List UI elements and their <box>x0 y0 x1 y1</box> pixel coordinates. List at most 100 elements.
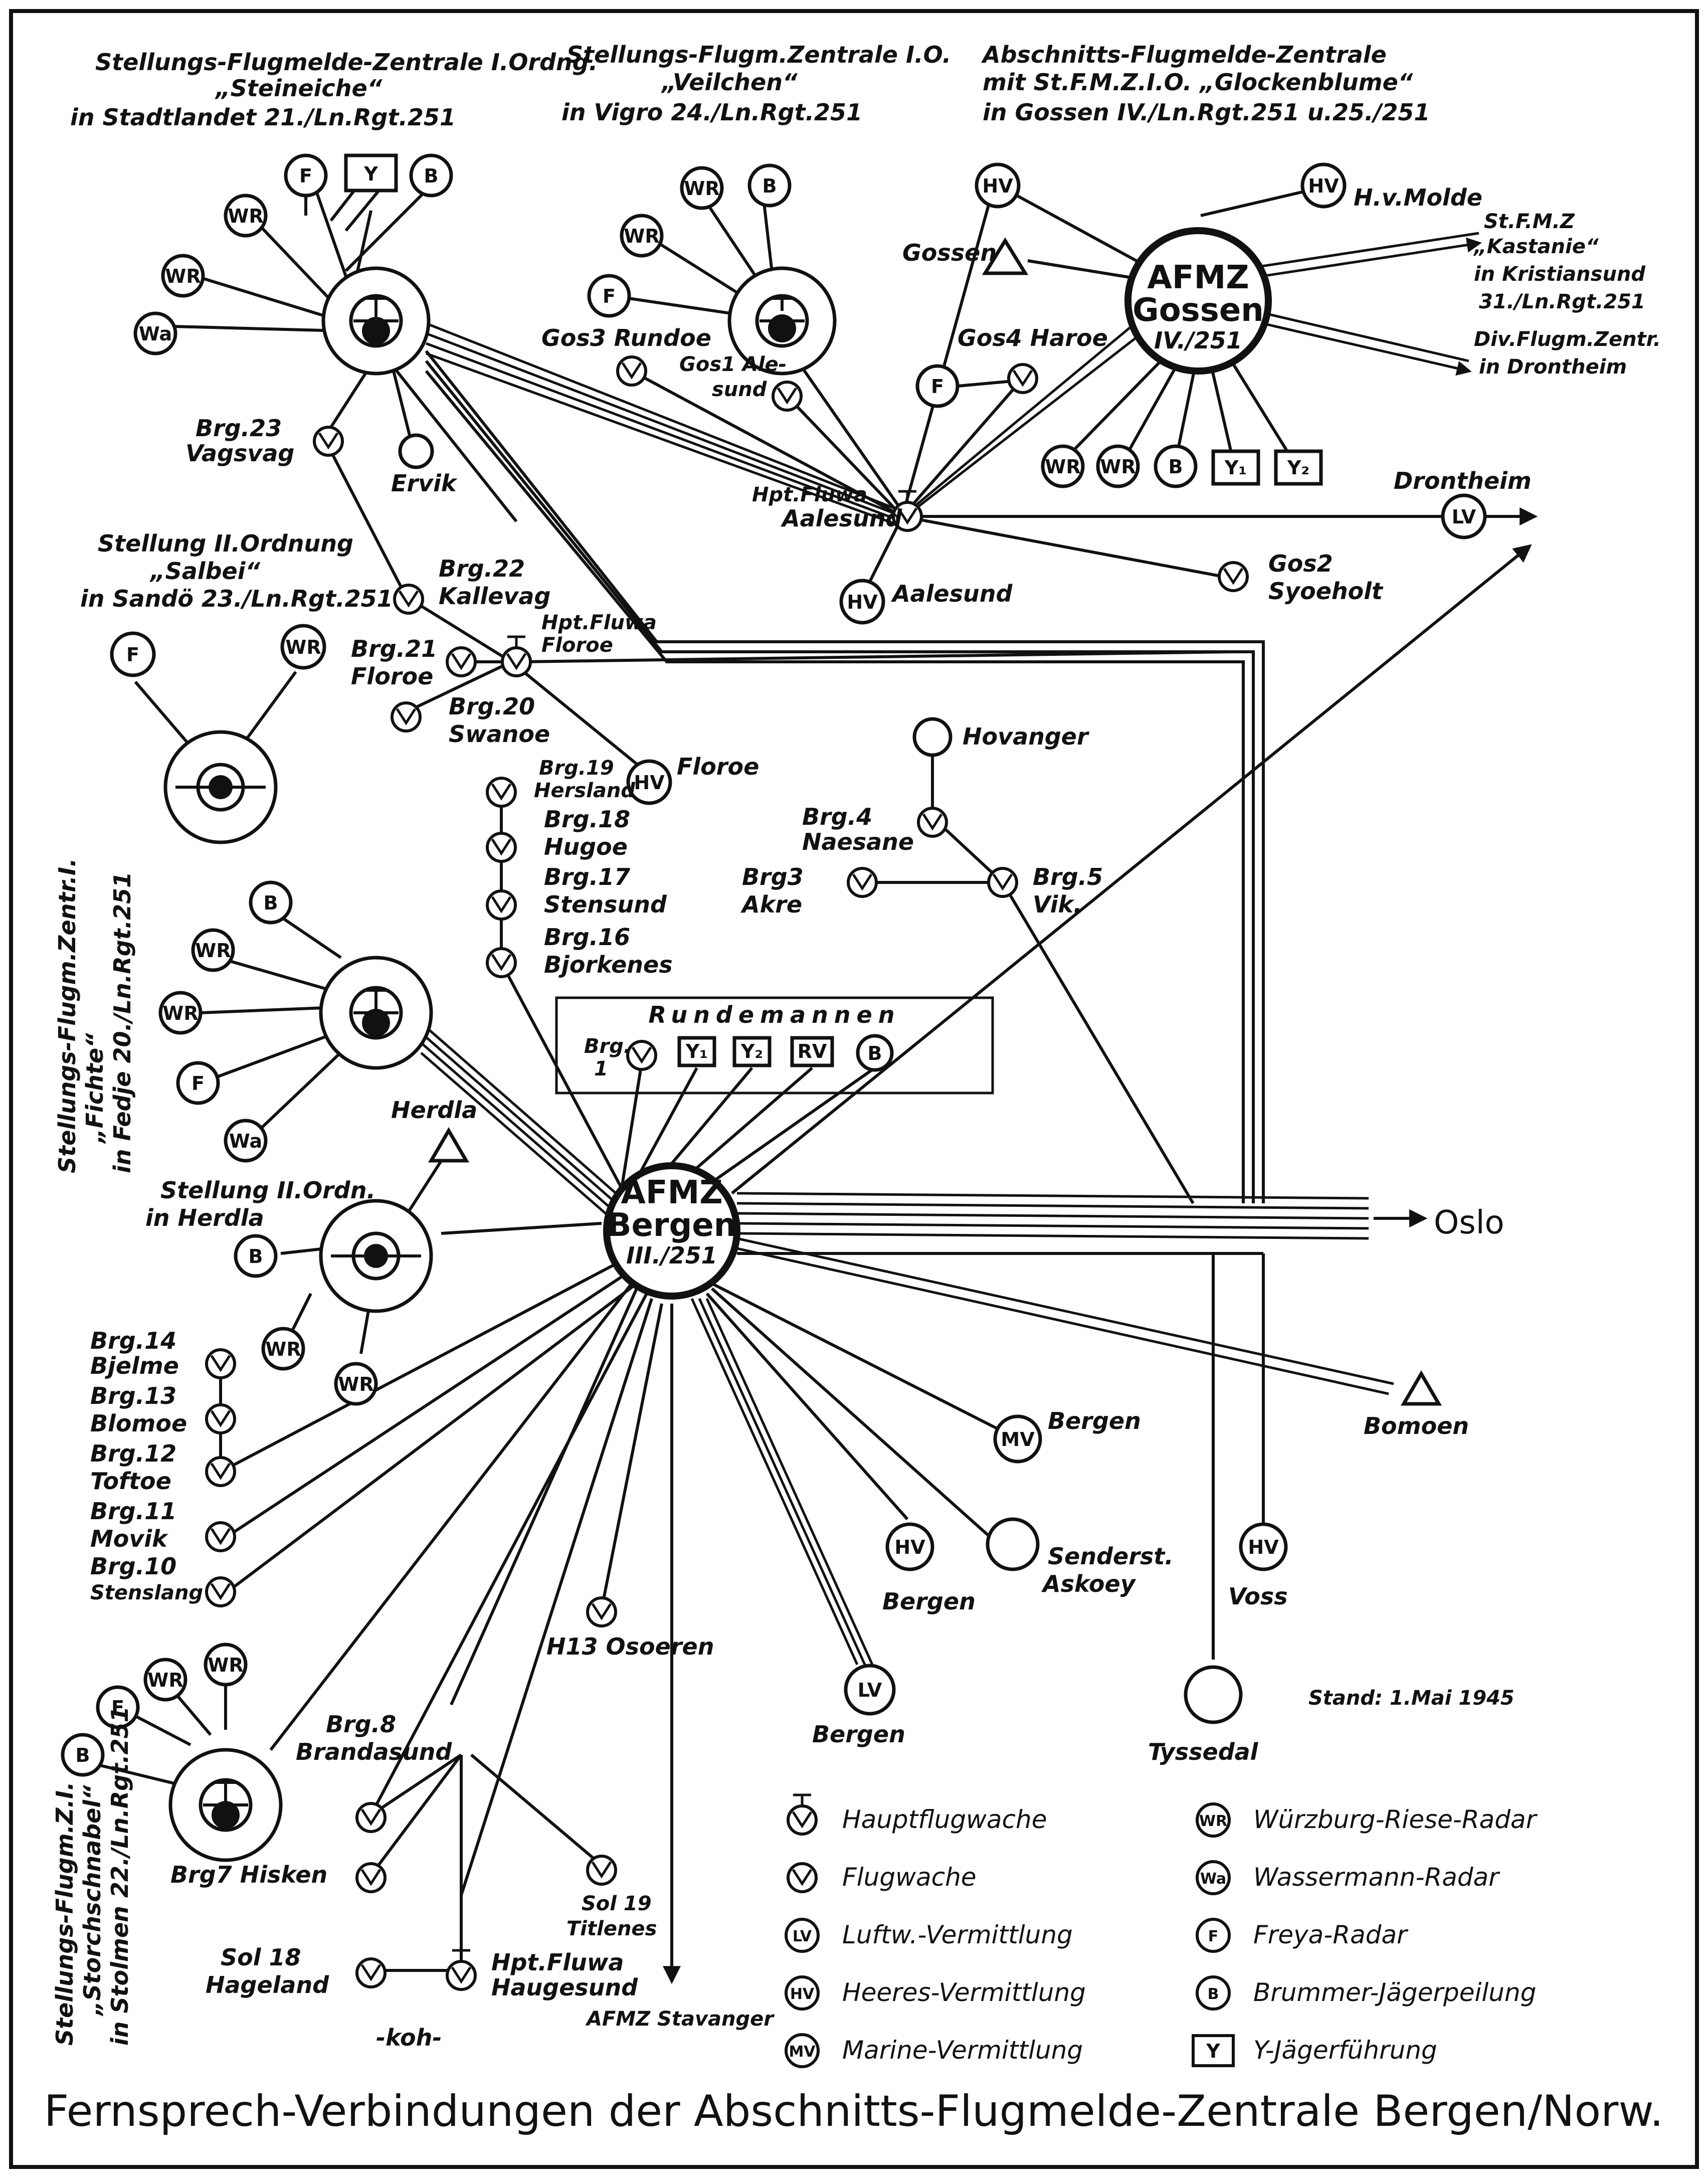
node-wr-fichte-2: WR <box>158 991 203 1035</box>
triangle-bomoen <box>1400 1370 1442 1406</box>
fw-brg21 <box>446 646 477 677</box>
svg-text:Brg.18: Brg.18 <box>544 806 630 833</box>
svg-text:sund: sund <box>712 378 767 401</box>
svg-text:Brg.12: Brg.12 <box>90 1440 176 1467</box>
svg-text:Floroe: Floroe <box>677 753 759 780</box>
node-hv-bergen: HV <box>885 1522 934 1571</box>
svg-text:WR: WR <box>285 636 321 658</box>
svg-text:HV: HV <box>982 175 1013 197</box>
svg-text:Titlenes: Titlenes <box>566 1917 657 1940</box>
svg-text:„Fichte“: „Fichte“ <box>81 1033 108 1144</box>
legend-symbol-circle <box>1196 1975 1231 2011</box>
svg-text:B: B <box>264 892 278 914</box>
svg-text:Brg.21: Brg.21 <box>351 635 437 662</box>
svg-text:in Vigro 24./Ln.Rgt.251: in Vigro 24./Ln.Rgt.251 <box>561 99 862 126</box>
svg-text:in Kristiansund: in Kristiansund <box>1474 263 1645 286</box>
node-hv-gossen-left: HV <box>975 162 1021 209</box>
svg-text:-koh-: -koh- <box>376 2024 442 2051</box>
legend-label: Heeres-Vermittlung <box>842 1978 1086 2007</box>
legend-item: Flugwache <box>787 1862 977 1893</box>
node-wr-gossen-1: WR <box>1041 444 1085 488</box>
svg-text:Haugesund: Haugesund <box>491 1974 638 2001</box>
fichte-labels: Stellungs-Flugm.Zentr.I. „Fichte“ in Fed… <box>54 858 136 1173</box>
node-senderst-askoey <box>986 1517 1040 1571</box>
svg-text:AFMZ Stavanger: AFMZ Stavanger <box>585 2008 775 2031</box>
legend-symbol-text: WR <box>1199 1812 1227 1830</box>
fw-brg14 <box>205 1348 236 1379</box>
svg-text:in Sandö 23./Ln.Rgt.251: in Sandö 23./Ln.Rgt.251 <box>80 585 393 612</box>
svg-text:HV: HV <box>847 591 878 613</box>
svg-text:Ervik: Ervik <box>391 470 458 497</box>
diagram-title: Fernsprech-Verbindungen der Abschnitts-F… <box>44 2086 1663 2136</box>
node-ervik <box>398 433 434 469</box>
svg-text:Herdla: Herdla <box>391 1097 477 1124</box>
svg-text:WR: WR <box>624 225 659 247</box>
svg-text:F: F <box>603 285 616 307</box>
legend-symbol-circle <box>1196 1802 1231 1838</box>
svg-text:Gos2: Gos2 <box>1268 550 1333 577</box>
svg-text:Y₁: Y₁ <box>685 1040 708 1062</box>
fw-brg8 <box>355 1802 387 1833</box>
legend-symbol-box <box>1192 2034 1235 2067</box>
svg-text:Brg.17: Brg.17 <box>544 863 630 890</box>
hfw-floroe <box>501 635 532 677</box>
svg-text:Hersland: Hersland <box>534 779 635 802</box>
salbei-labels: Stellung II.Ordnung „Salbei“ in Sandö 23… <box>80 530 393 612</box>
svg-text:IV./251: IV./251 <box>1154 327 1242 354</box>
svg-text:Kallevag: Kallevag <box>439 583 550 610</box>
svg-text:WR: WR <box>1045 456 1080 478</box>
svg-text:Brg7 Hisken: Brg7 Hisken <box>170 1861 327 1888</box>
legend-symbol-circle <box>785 1918 820 1953</box>
node-wa-fichte: Wa <box>224 1119 268 1163</box>
legend-symbol-text: LV <box>793 1928 812 1945</box>
fw-brg17 <box>486 889 517 921</box>
svg-text:HV: HV <box>894 1536 925 1558</box>
svg-text:Stand: 1.Mai 1945: Stand: 1.Mai 1945 <box>1308 1687 1514 1710</box>
svg-text:LV: LV <box>1452 506 1476 528</box>
svg-text:Y: Y <box>363 163 378 185</box>
svg-text:Blomoe: Blomoe <box>90 1410 187 1437</box>
svg-text:Gossen: Gossen <box>902 239 997 266</box>
svg-text:Wa: Wa <box>139 323 172 345</box>
svg-text:in Gossen IV./Ln.Rgt.251 u.25.: in Gossen IV./Ln.Rgt.251 u.25./251 <box>983 99 1430 126</box>
node-wr2-steineiche: WR <box>161 254 205 298</box>
svg-text:Stellungs-Flugm.Z.I.: Stellungs-Flugm.Z.I. <box>51 1782 78 2046</box>
east-labels: Oslo Bomoen Bergen Bergen Senderst. Asko… <box>546 1204 1514 1765</box>
svg-text:Stellung II.Ordnung: Stellung II.Ordnung <box>98 530 353 557</box>
herdla-labels: Herdla Stellung II.Ordn. in Herdla <box>145 1097 477 1231</box>
node-f-gos4: F <box>915 364 960 408</box>
svg-text:WR: WR <box>228 205 263 227</box>
storch-labels: Stellungs-Flugm.Z.I. „Storchschnabel“ in… <box>51 1706 133 2046</box>
svg-text:WR: WR <box>162 1002 198 1024</box>
svg-text:H.v.Molde: H.v.Molde <box>1354 184 1482 211</box>
fw-brg5 <box>987 867 1018 898</box>
svg-text:in Fedje 20./Ln.Rgt.251: in Fedje 20./Ln.Rgt.251 <box>109 872 136 1173</box>
node-y2-gossen: Y₂ <box>1274 449 1323 486</box>
legend-symbol-circle <box>1196 1860 1231 1895</box>
north-labels: Brg.23 Vagsvag Ervik Gos3 Rundoe Gos1 Al… <box>185 184 1661 607</box>
node-wr1-steineiche: WR <box>224 194 268 238</box>
node-wr-storch-1: WR <box>143 1658 187 1702</box>
svg-text:Y₁: Y₁ <box>1224 457 1247 479</box>
svg-text:Brg.5: Brg.5 <box>1033 863 1103 890</box>
svg-text:Drontheim: Drontheim <box>1394 467 1532 494</box>
node-b-veilchen: B <box>747 163 792 208</box>
legend-symbol-text: HV <box>790 1985 815 2003</box>
svg-text:Stellungs-Flugm.Zentr.I.: Stellungs-Flugm.Zentr.I. <box>54 858 81 1173</box>
legend-symbol-hauptflugwache <box>787 1793 818 1836</box>
svg-text:Aalesund: Aalesund <box>891 580 1013 607</box>
svg-text:RV: RV <box>798 1040 827 1062</box>
svg-text:Stellungs-Flugmelde-Zentrale I: Stellungs-Flugmelde-Zentrale I.Ordng. <box>95 49 598 76</box>
svg-text:Brg.23: Brg.23 <box>196 415 282 442</box>
node-hv-floroe: HV <box>626 759 672 805</box>
node-mv-bergen: MV <box>993 1414 1042 1464</box>
fw-sol18 <box>355 1957 387 1988</box>
svg-text:Sol 19: Sol 19 <box>582 1892 652 1915</box>
svg-text:WR: WR <box>1100 456 1135 478</box>
svg-text:Bergen: Bergen <box>812 1721 905 1748</box>
svg-text:Stellungs-Flugm.Zentrale I.O.: Stellungs-Flugm.Zentrale I.O. <box>566 41 951 68</box>
frame <box>9 9 1699 2169</box>
